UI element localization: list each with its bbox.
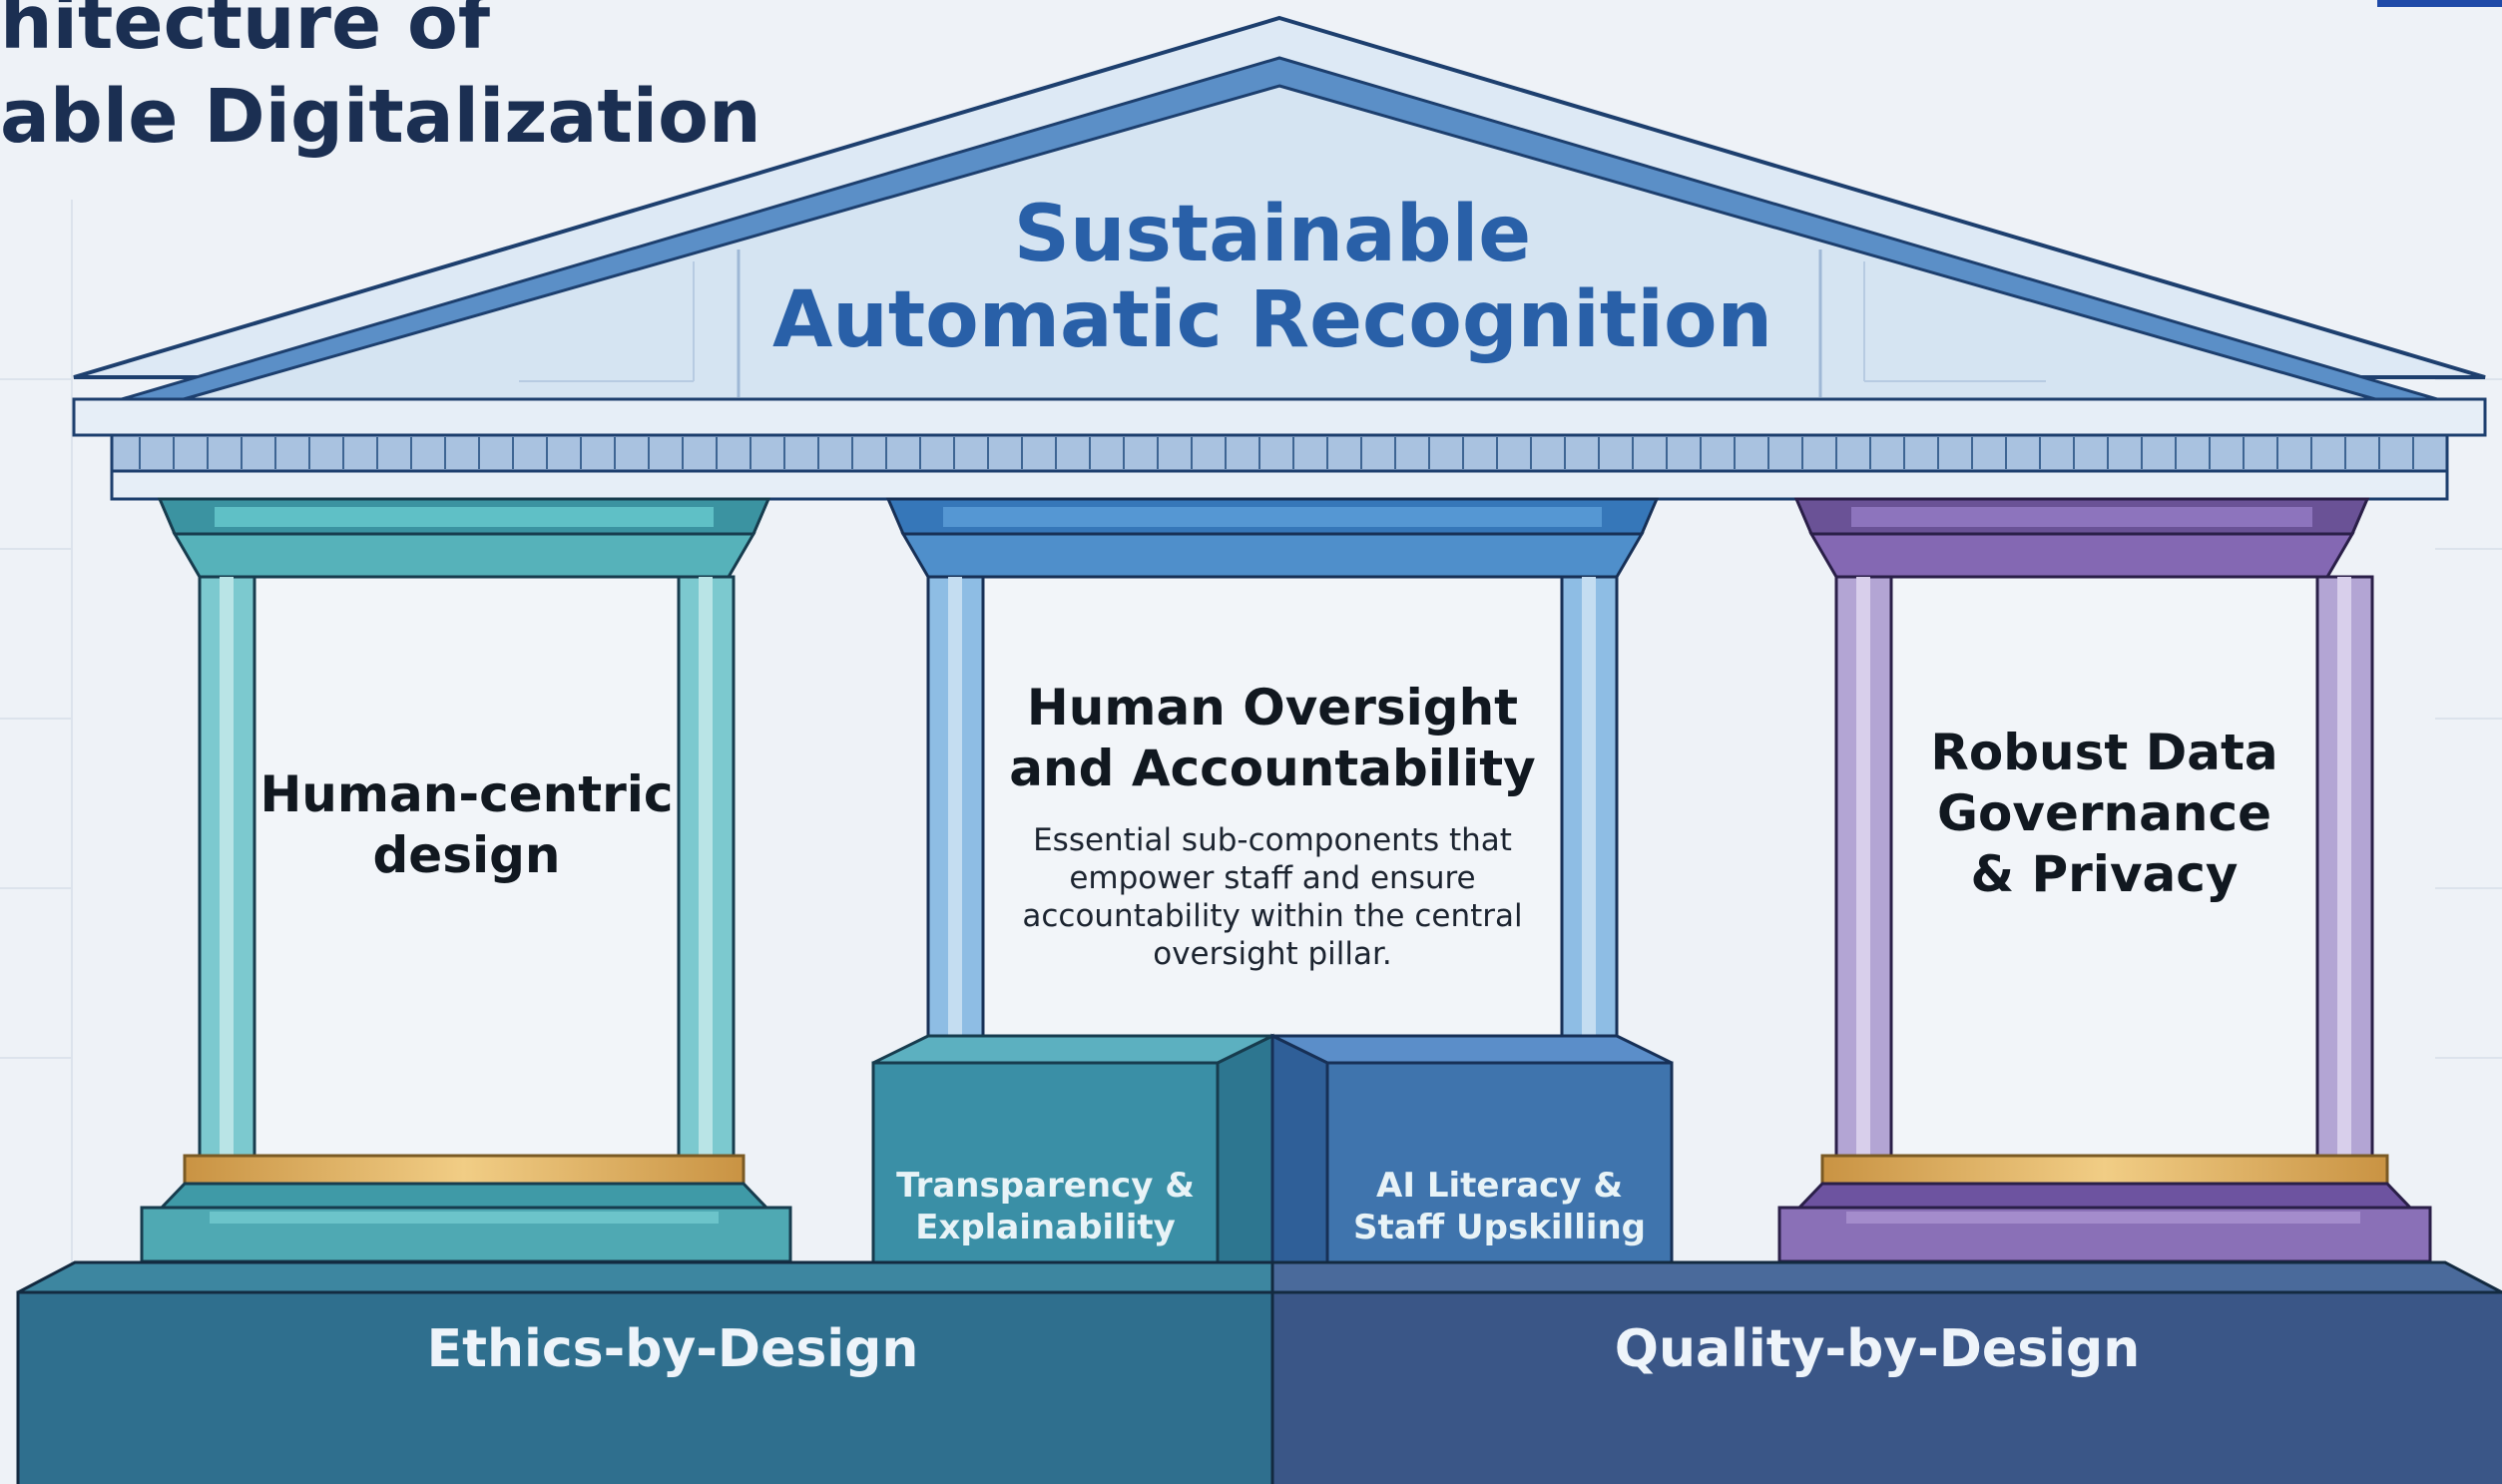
page-title-line-1: hitecture of <box>0 0 491 66</box>
pillar-left <box>140 497 792 1263</box>
page-title-line-2: able Digitalization <box>0 74 761 160</box>
pillar-center-title-line-1: Human Oversight <box>1026 679 1519 737</box>
pillar-left-title-line-2: design <box>372 826 561 884</box>
pillar-right-title-line-2: Governance <box>1936 784 2272 842</box>
corner-accent <box>2377 0 2502 7</box>
sub-block-transparency-label-line-1: Transparency & <box>896 1166 1195 1206</box>
pillar-right-title-line-3: & Privacy <box>1970 845 2239 903</box>
foundation-quality-label: Quality-by-Design <box>1614 1319 2141 1379</box>
pillar-left-title-line-1: Human-centric <box>259 765 674 823</box>
pillar-center-description-line-1: Essential sub-components that <box>1033 822 1512 858</box>
entablature <box>72 397 2487 501</box>
roof-title-line-2: Automatic Recognition <box>771 275 1773 365</box>
sub-block-transparency-label-line-2: Explainability <box>915 1208 1176 1247</box>
pillar-right <box>1777 497 2432 1263</box>
foundation <box>16 1260 2502 1484</box>
foundation-ethics-label: Ethics-by-Design <box>426 1319 919 1379</box>
sub-block-ai-literacy-label-line-1: AI Literacy & <box>1376 1166 1623 1206</box>
pillar-center-title-line-2: and Accountability <box>1009 740 1536 797</box>
pillar-center <box>885 497 1660 1038</box>
pillar-right-title-line-1: Robust Data <box>1930 724 2278 781</box>
sub-block-transparency <box>871 1033 1277 1264</box>
pillar-center-description-line-3: accountability within the central <box>1022 898 1523 934</box>
sub-block-ai-literacy-label-line-2: Staff Upskilling <box>1352 1208 1647 1247</box>
sub-block-ai-literacy <box>1270 1033 1674 1264</box>
roof-pediment <box>73 15 2486 401</box>
pillar-center-description-line-4: oversight pillar. <box>1153 936 1392 972</box>
pillar-center-description-line-2: empower staff and ensure <box>1069 860 1476 896</box>
roof-title-line-1: Sustainable <box>1013 190 1532 279</box>
